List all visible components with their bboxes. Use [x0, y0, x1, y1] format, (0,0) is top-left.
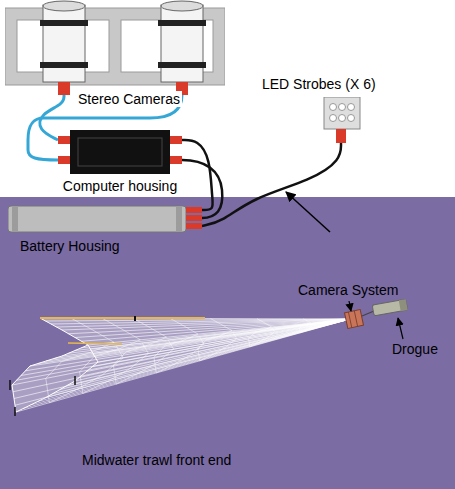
- drogue-line: [362, 311, 374, 316]
- battery-housing: Battery Housing: [8, 203, 202, 235]
- cable-connector: [202, 143, 341, 226]
- component-drawing: [5, 0, 225, 95]
- net-weight: [74, 376, 76, 385]
- pointer-arrow: [286, 192, 330, 232]
- water-ground: [0, 197, 455, 489]
- component-drawing: [8, 203, 202, 235]
- callout-label: Midwater trawl front end: [82, 452, 231, 468]
- led-strobe: LED Strobes (X 6): [322, 97, 362, 143]
- cable-connector: [40, 95, 64, 140]
- component-label: Battery Housing: [20, 238, 120, 254]
- computer-housing: Computer housing: [58, 128, 182, 176]
- stereo-camera-frame: Stereo Cameras: [5, 0, 225, 95]
- leader-arrow: [398, 318, 403, 339]
- component-label: LED Strobes (X 6): [262, 76, 376, 92]
- headline-rope: [68, 343, 122, 344]
- camera-system-unit: [345, 310, 364, 329]
- component-label: Stereo Cameras: [76, 91, 182, 107]
- headline-rope: [40, 317, 205, 319]
- callout-label: Drogue: [392, 341, 438, 357]
- net-float: [134, 316, 136, 321]
- drogue-body: [372, 299, 407, 316]
- callout-label: Camera System: [298, 282, 398, 298]
- net-weight: [14, 407, 16, 416]
- component-drawing: [58, 128, 182, 176]
- leader-arrow: [349, 301, 351, 311]
- net-weight: [9, 380, 11, 390]
- component-drawing: [322, 97, 362, 143]
- cable-connector: [182, 140, 213, 210]
- component-label: Computer housing: [63, 178, 177, 194]
- trawl-net: [12, 318, 350, 412]
